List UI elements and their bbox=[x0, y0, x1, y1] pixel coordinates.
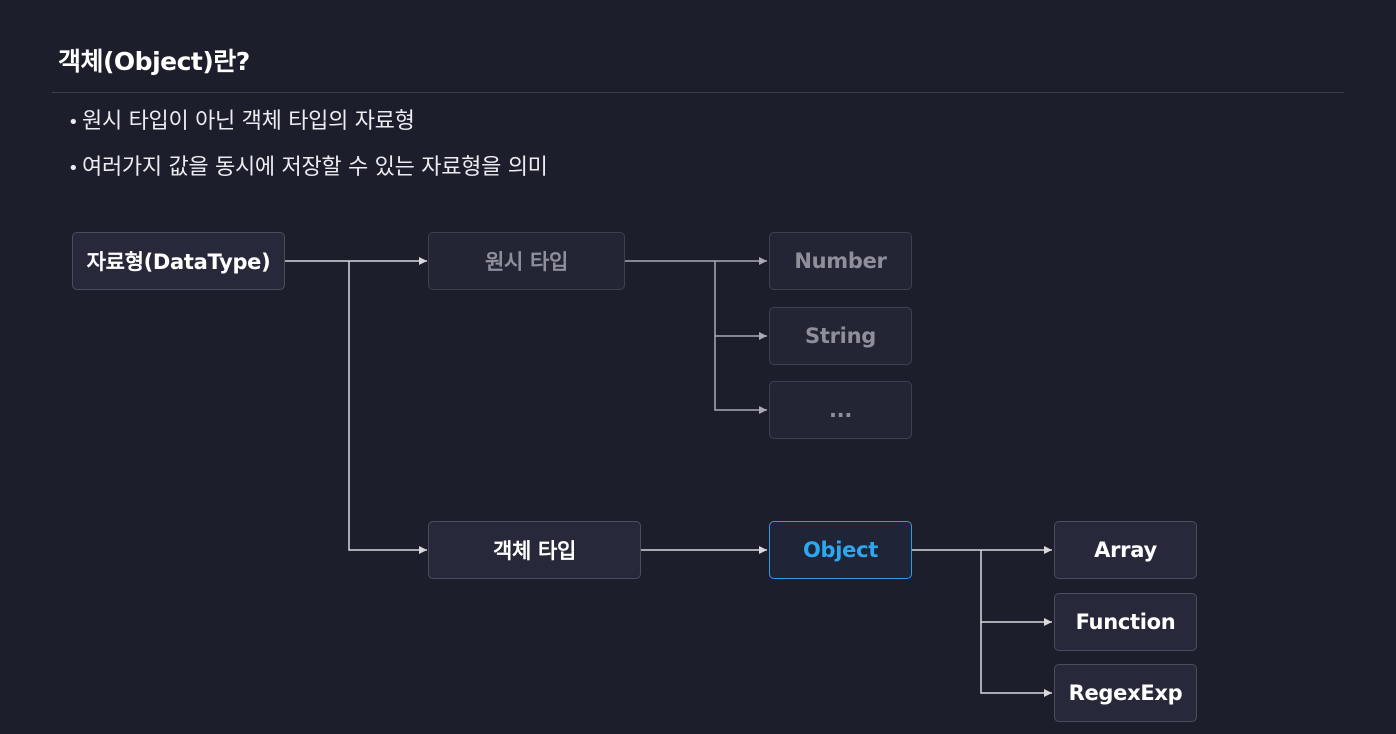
node-array: Array bbox=[1054, 521, 1197, 579]
bullet-dot-icon: • bbox=[68, 112, 79, 133]
bullet-text: 여러가지 값을 동시에 저장할 수 있는 자료형을 의미 bbox=[82, 155, 548, 180]
title-divider bbox=[52, 92, 1344, 93]
node-primitive-type: 원시 타입 bbox=[428, 232, 625, 290]
connector-root-objecttype bbox=[348, 261, 427, 554]
connector-object-function bbox=[980, 550, 1052, 626]
bullet-item: •여러가지 값을 동시에 저장할 수 있는 자료형을 의미 bbox=[68, 150, 548, 196]
node-string: String bbox=[769, 307, 912, 365]
bullet-dot-icon: • bbox=[68, 158, 79, 179]
node-function: Function bbox=[1054, 593, 1197, 651]
connector-primitive-string bbox=[714, 261, 767, 340]
connector-primitive-more bbox=[714, 336, 767, 414]
node-datatype: 자료형(DataType) bbox=[72, 232, 285, 290]
bullet-text: 원시 타입이 아닌 객체 타입의 자료형 bbox=[82, 109, 415, 134]
bullet-list: •원시 타입이 아닌 객체 타입의 자료형 •여러가지 값을 동시에 저장할 수… bbox=[68, 104, 548, 196]
node-regexexp: RegexExp bbox=[1054, 664, 1197, 722]
node-object-type: 객체 타입 bbox=[428, 521, 641, 579]
node-more-primitives: ... bbox=[769, 381, 912, 439]
page-title: 객체(Object)란? bbox=[58, 47, 250, 76]
connector-object-regexexp bbox=[980, 622, 1052, 697]
bullet-item: •원시 타입이 아닌 객체 타입의 자료형 bbox=[68, 104, 548, 150]
node-number: Number bbox=[769, 232, 912, 290]
node-object: Object bbox=[769, 521, 912, 579]
